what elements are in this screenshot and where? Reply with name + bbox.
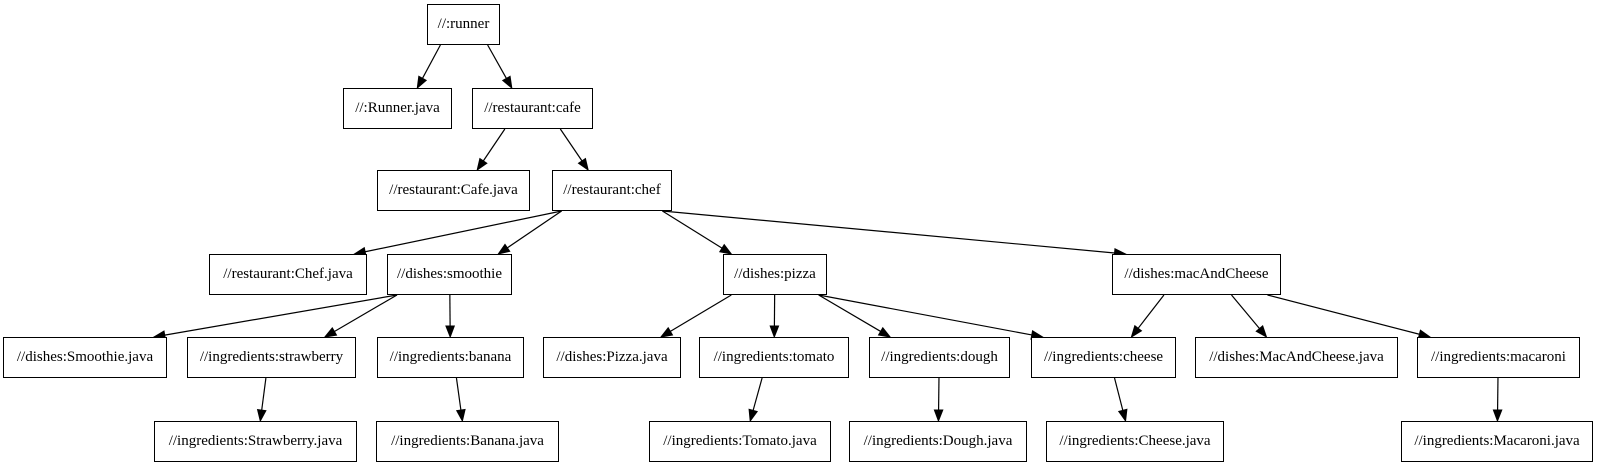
graph-node-dough-java: //ingredients:Dough.java <box>849 421 1027 462</box>
graph-node-dough: //ingredients:dough <box>869 337 1010 378</box>
graph-edge-smoothie-smoothie-java <box>152 294 398 340</box>
graph-edge-cheese-cheese-java <box>1113 377 1128 423</box>
graph-node-tomato: //ingredients:tomato <box>699 337 849 378</box>
graph-node-runner: //:runner <box>427 4 500 45</box>
graph-node-runner-java: //:Runner.java <box>343 88 452 129</box>
graph-node-smoothie: //dishes:smoothie <box>387 254 512 295</box>
graph-node-cafe-java: //restaurant:Cafe.java <box>377 170 530 211</box>
graph-edge-runner-runner-java <box>416 44 441 90</box>
graph-edge-mac-and-cheese-macaroni <box>1267 294 1432 339</box>
graph-node-macaroni: //ingredients:macaroni <box>1417 337 1580 378</box>
graph-edge-chef-pizza <box>662 210 733 255</box>
graph-edge-pizza-cheese <box>818 294 1044 340</box>
graph-edge-mac-and-cheese-mac-and-cheese-java <box>1231 294 1268 339</box>
graph-node-cheese-java: //ingredients:Cheese.java <box>1046 421 1224 462</box>
graph-node-smoothie-java: //dishes:Smoothie.java <box>3 337 167 378</box>
graph-edge-cafe-cafe-java <box>476 128 506 172</box>
graph-node-mac-and-cheese-java: //dishes:MacAndCheese.java <box>1195 337 1398 378</box>
graph-edge-banana-banana-java <box>455 377 466 423</box>
graph-edge-chef-chef-java <box>352 210 562 257</box>
graph-edge-strawberry-strawberry-java <box>256 377 267 423</box>
graph-edge-smoothie-banana <box>445 294 456 339</box>
graph-edge-pizza-pizza-java <box>659 294 732 338</box>
graph-node-chef: //restaurant:chef <box>552 170 672 211</box>
graph-edge-mac-and-cheese-cheese <box>1130 294 1165 339</box>
graph-edge-dough-dough-java <box>933 377 944 423</box>
graph-node-banana-java: //ingredients:Banana.java <box>376 421 559 462</box>
graph-node-strawberry-java: //ingredients:Strawberry.java <box>154 421 357 462</box>
graph-node-tomato-java: //ingredients:Tomato.java <box>649 421 831 462</box>
graph-node-pizza: //dishes:pizza <box>723 254 827 295</box>
graph-node-pizza-java: //dishes:Pizza.java <box>543 337 681 378</box>
graph-edge-smoothie-strawberry <box>323 294 398 338</box>
graph-node-macaroni-java: //ingredients:Macaroni.java <box>1401 421 1593 462</box>
graph-node-banana: //ingredients:banana <box>377 337 524 378</box>
graph-node-cheese: //ingredients:cheese <box>1031 337 1176 378</box>
graph-node-cafe: //restaurant:cafe <box>472 88 593 129</box>
graph-edge-cafe-chef <box>559 128 589 172</box>
graph-node-chef-java: //restaurant:Chef.java <box>209 254 367 295</box>
graph-node-strawberry: //ingredients:strawberry <box>187 337 356 378</box>
graph-edge-pizza-tomato <box>769 294 780 339</box>
graph-edge-macaroni-macaroni-java <box>1492 377 1503 423</box>
graph-edge-tomato-tomato-java <box>748 377 763 423</box>
graph-edge-chef-smoothie <box>497 210 562 255</box>
graph-edge-runner-cafe <box>487 44 513 90</box>
graph-edge-pizza-dough <box>818 294 892 338</box>
graph-edge-chef-mac-and-cheese <box>662 210 1127 258</box>
graph-node-mac-and-cheese: //dishes:macAndCheese <box>1112 254 1281 295</box>
